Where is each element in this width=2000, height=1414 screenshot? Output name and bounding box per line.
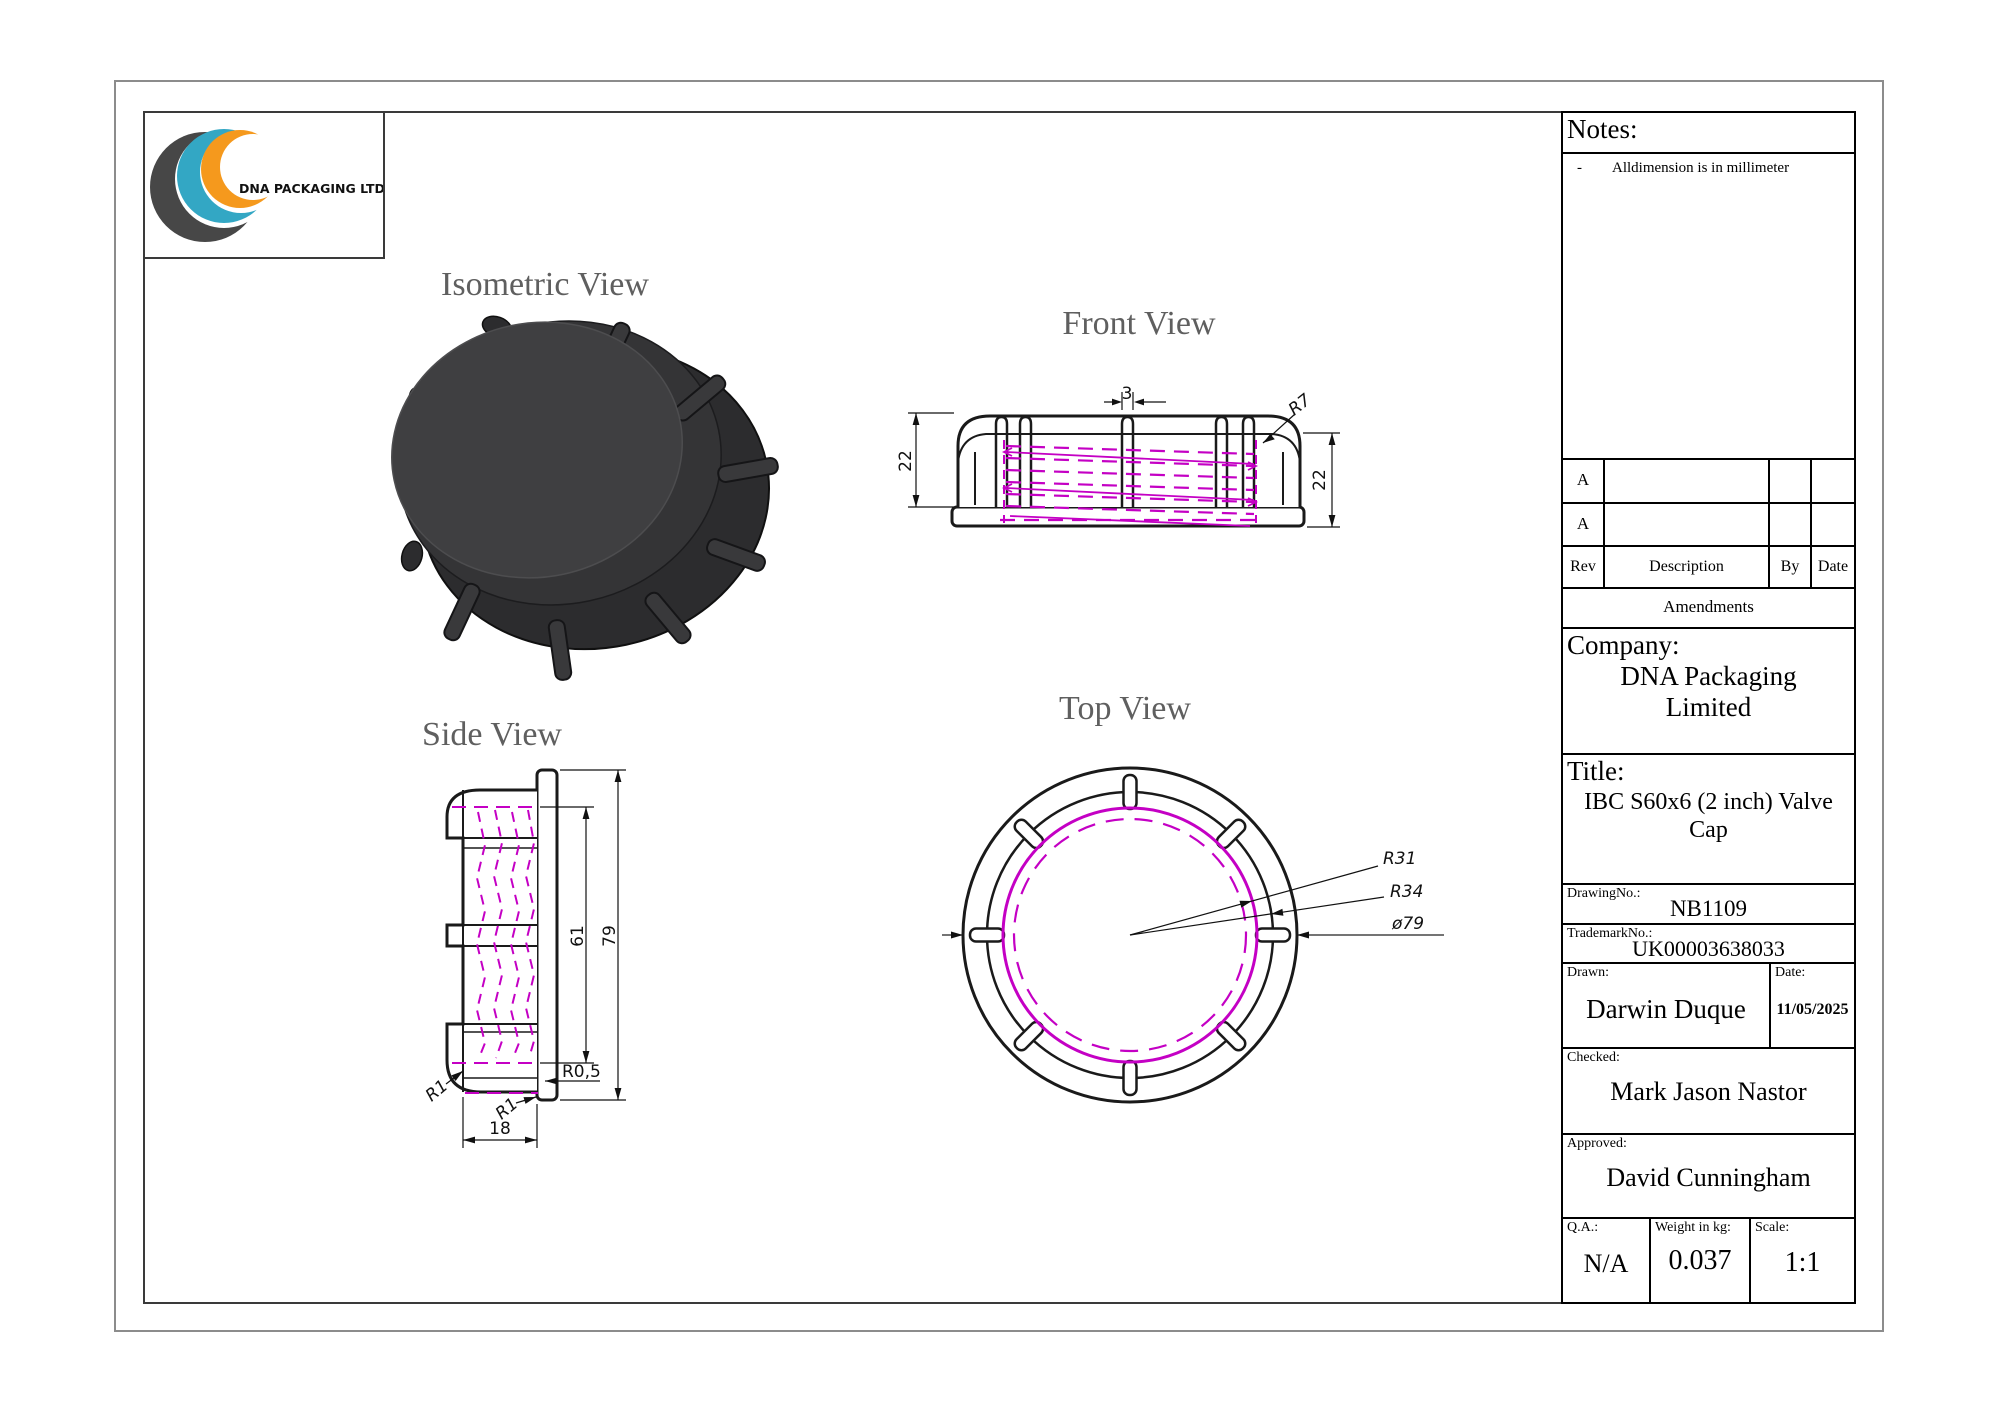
- drawn-date-row: Drawn: Darwin Duque Date: 11/05/2025: [1563, 964, 1854, 1049]
- weight-label: Weight in kg:: [1655, 1220, 1731, 1235]
- checked-row: Checked: Mark Jason Nastor: [1563, 1049, 1854, 1135]
- qa-weight-scale-row: Q.A.: N/A Weight in kg: 0.037 Scale: 1:1: [1563, 1219, 1854, 1303]
- amendment-row-2: A: [1563, 504, 1854, 547]
- dim-side-thread-length: 61: [568, 925, 588, 947]
- company-logo-text: DNA PACKAGING LTD: [239, 181, 383, 196]
- company-logo-box: DNA PACKAGING LTD: [143, 111, 385, 259]
- weight-value: 0.037: [1668, 1245, 1732, 1276]
- notes-item: - Alldimension is in millimeter: [1563, 154, 1854, 177]
- trademark-no-label: TrademarkNo.:: [1567, 926, 1653, 941]
- dim-front-height-left: 22: [896, 450, 916, 472]
- front-view-title: Front View: [1062, 305, 1216, 342]
- amendment-date-2: [1812, 504, 1854, 545]
- approved-row: Approved: David Cunningham: [1563, 1135, 1854, 1219]
- header-by: By: [1770, 547, 1812, 587]
- trademark-no-value: UK00003638033: [1632, 936, 1785, 961]
- amendments-footer-row: Amendments: [1563, 589, 1854, 629]
- dim-top-diameter: ø79: [1391, 914, 1424, 934]
- amendment-by-1: [1770, 460, 1812, 502]
- side-view-drawing: 61 79 R0,5 R1 R1 18: [422, 768, 626, 1148]
- title-label: Title:: [1567, 756, 1625, 786]
- drawing-no-label: DrawingNo.:: [1567, 886, 1641, 901]
- title-block: Notes: - Alldimension is in millimeter A…: [1561, 111, 1856, 1304]
- checked-value: Mark Jason Nastor: [1610, 1077, 1807, 1106]
- dim-front-rib-width: 3: [1122, 384, 1133, 404]
- weight-cell: Weight in kg: 0.037: [1651, 1219, 1751, 1303]
- amendment-header-row: Rev Description By Date: [1563, 547, 1854, 589]
- isometric-view-drawing: [391, 315, 779, 681]
- company-value: DNA Packaging Limited: [1620, 661, 1797, 723]
- date-value: 11/05/2025: [1776, 1001, 1849, 1018]
- notes-label: Notes:: [1567, 114, 1638, 144]
- amendment-row-1: A: [1563, 460, 1854, 504]
- dim-front-corner-radius: R7: [1285, 390, 1315, 420]
- approved-label: Approved:: [1567, 1136, 1627, 1151]
- date-label: Date:: [1775, 965, 1806, 980]
- company-row: Company: DNA Packaging Limited: [1563, 629, 1854, 755]
- isometric-view-title: Isometric View: [441, 266, 649, 303]
- notes-bullet: -: [1577, 160, 1582, 176]
- header-description: Description: [1605, 547, 1770, 587]
- drawn-label: Drawn:: [1567, 965, 1609, 980]
- qa-value: N/A: [1583, 1249, 1629, 1278]
- dim-side-depth: 18: [489, 1119, 511, 1139]
- qa-label: Q.A.:: [1567, 1220, 1599, 1235]
- side-thread-pattern: [452, 806, 538, 1094]
- scale-cell: Scale: 1:1: [1751, 1219, 1854, 1303]
- header-rev: Rev: [1563, 547, 1605, 587]
- notes-text: Alldimension is in millimeter: [1612, 160, 1790, 176]
- trademark-no-row: TrademarkNo.: UK00003638033: [1563, 925, 1854, 964]
- scale-value: 1:1: [1784, 1247, 1821, 1278]
- date-cell: Date: 11/05/2025: [1771, 964, 1854, 1047]
- header-date: Date: [1817, 558, 1849, 575]
- amendments-footer-label: Amendments: [1663, 597, 1754, 616]
- checked-label: Checked:: [1567, 1050, 1620, 1065]
- amendment-by-2: [1770, 504, 1812, 545]
- dim-side-overall-height: 79: [600, 925, 620, 947]
- outer-border-frame: [114, 80, 1884, 1332]
- notes-body-row: - Alldimension is in millimeter: [1563, 154, 1854, 460]
- amendment-desc-1: [1605, 460, 1770, 502]
- side-view-title: Side View: [422, 716, 562, 753]
- company-label: Company:: [1567, 630, 1680, 660]
- front-thread-pattern: [1000, 440, 1259, 527]
- approved-value: David Cunningham: [1606, 1163, 1811, 1192]
- front-view-drawing: 3 R7 22 22: [896, 384, 1340, 528]
- dim-top-radius-mid: R34: [1390, 882, 1423, 902]
- amendment-desc-2: [1605, 504, 1770, 545]
- company-logo-icon: DNA PACKAGING LTD: [150, 129, 385, 242]
- top-view-title: Top View: [1059, 690, 1191, 727]
- scale-label: Scale:: [1755, 1220, 1790, 1235]
- dim-top-radius-inner: R31: [1383, 849, 1416, 869]
- drawn-value: Darwin Duque: [1586, 994, 1746, 1024]
- qa-cell: Q.A.: N/A: [1563, 1219, 1651, 1303]
- amendment-date-1: [1812, 460, 1854, 502]
- amendment-rev-1: A: [1563, 460, 1605, 502]
- drawn-cell: Drawn: Darwin Duque: [1563, 964, 1771, 1047]
- top-view-drawing: R31 R34 ø79: [942, 766, 1444, 1104]
- drawing-no-row: DrawingNo.: NB1109: [1563, 885, 1854, 925]
- drawing-no-value: NB1109: [1669, 896, 1748, 921]
- dim-side-flange-radius: R0,5: [562, 1062, 601, 1082]
- dim-side-r1-a: R1: [422, 1076, 452, 1106]
- amendment-rev-2: A: [1563, 504, 1605, 545]
- title-value: IBC S60x6 (2 inch) Valve Cap: [1584, 789, 1833, 843]
- notes-header-row: Notes:: [1563, 113, 1854, 154]
- dim-front-height-right: 22: [1310, 469, 1330, 491]
- title-row: Title: IBC S60x6 (2 inch) Valve Cap: [1563, 755, 1854, 885]
